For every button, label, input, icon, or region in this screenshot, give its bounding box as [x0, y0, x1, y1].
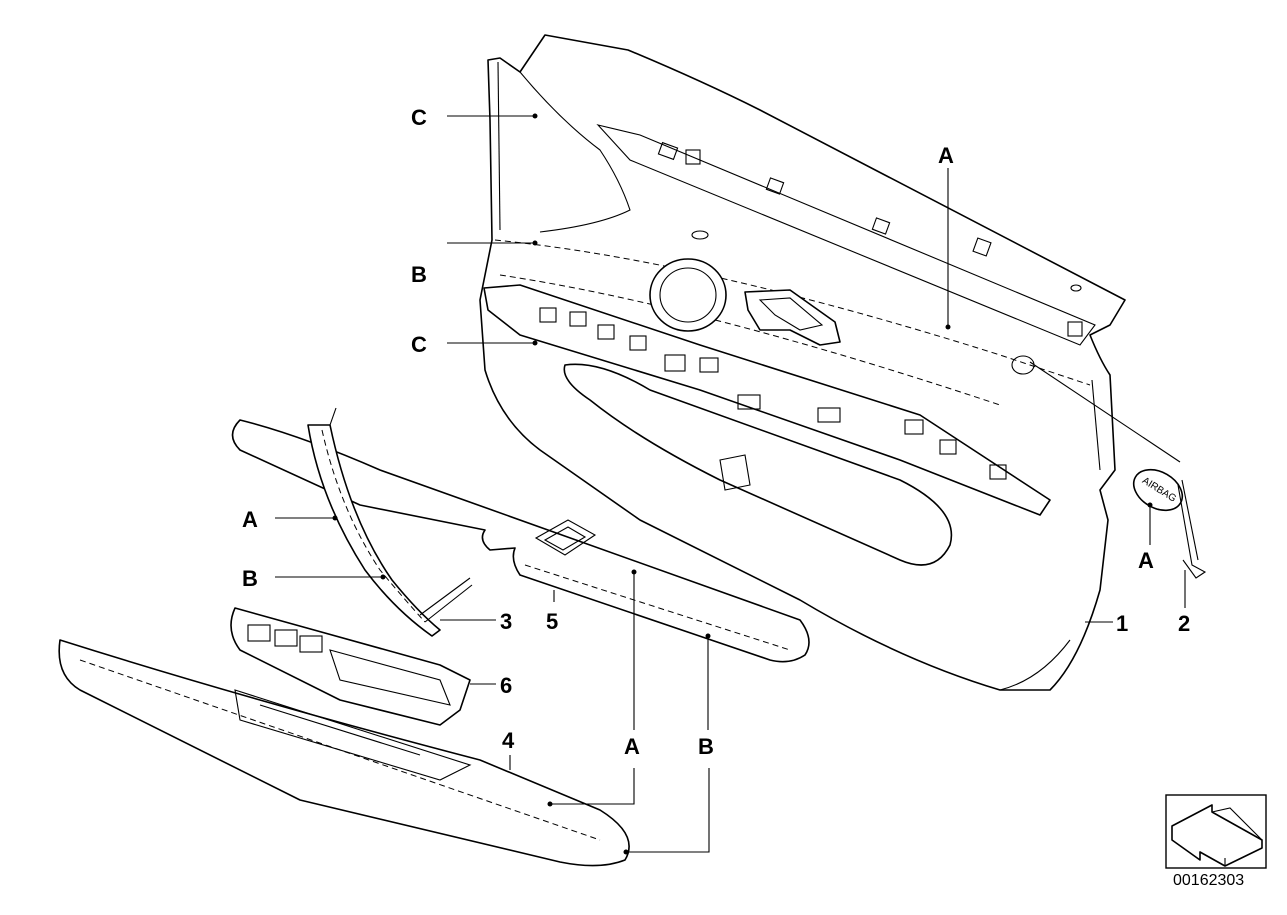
part-number-3: 3	[500, 609, 512, 634]
part-number-2: 2	[1178, 611, 1190, 636]
door-trim-panel	[479, 34, 1126, 691]
callout-c-mid: C	[411, 332, 427, 357]
airbag-badge: AIRBAG	[1132, 468, 1207, 579]
callout-b-bottom: B	[698, 734, 714, 759]
part-numbers: 1 2 3 4 5 6	[500, 609, 1190, 753]
callout-a-badge: A	[1138, 548, 1154, 573]
callout-labels: C A B C A B A A B	[242, 105, 1154, 759]
part-number-5: 5	[546, 609, 558, 634]
callout-b-handle: B	[242, 566, 258, 591]
callout-b-mid: B	[411, 262, 427, 287]
leader-lines	[275, 113, 1186, 855]
part-number-6: 6	[500, 673, 512, 698]
switch-block	[230, 607, 471, 726]
part-number-4: 4	[502, 728, 515, 753]
part-number-1: 1	[1116, 611, 1128, 636]
direction-box	[1165, 794, 1267, 869]
callout-c-top: C	[411, 105, 427, 130]
diagram-code: 00162303	[1173, 872, 1244, 889]
upper-trim-strip	[231, 419, 810, 663]
callout-a-handle: A	[242, 507, 258, 532]
callout-a-bottom: A	[624, 734, 640, 759]
lower-armrest	[58, 639, 630, 867]
callout-a-top: A	[938, 143, 954, 168]
direction-arrow-icon	[1171, 804, 1263, 867]
